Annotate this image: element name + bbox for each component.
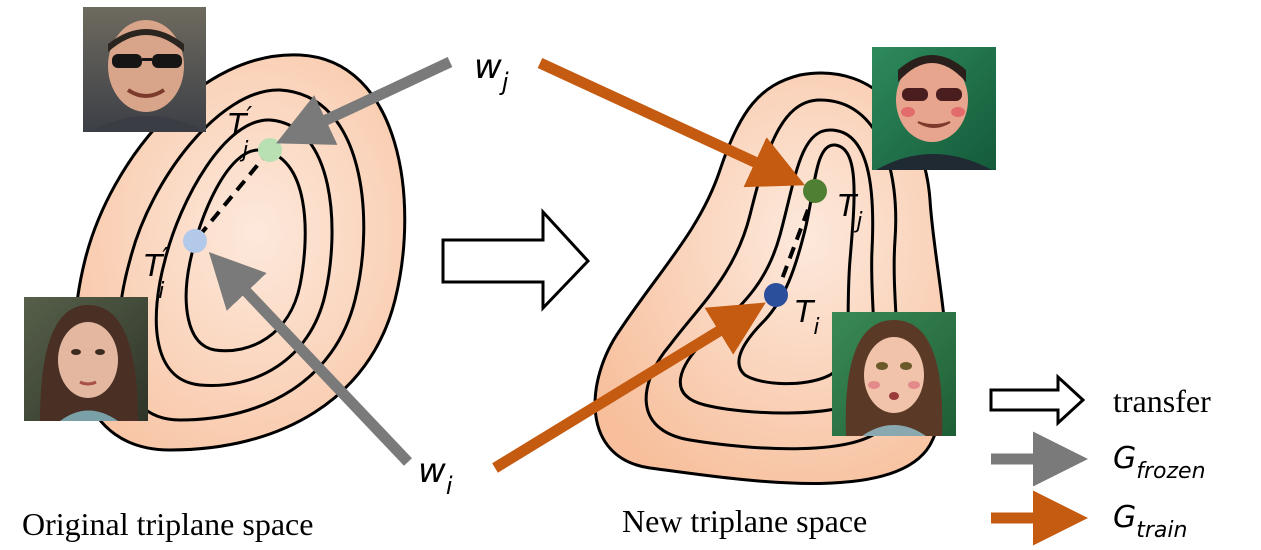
photo-woman-stylized <box>832 312 956 436</box>
photo-man-stylized <box>872 47 996 170</box>
legend-transfer-icon <box>989 373 1086 427</box>
left-point-tj <box>258 138 282 162</box>
latent-wi-label: wi <box>418 451 453 500</box>
right-contour-3 <box>678 128 876 415</box>
left-label-ti: T′i <box>144 243 168 304</box>
latent-wj-label: wj <box>474 47 509 96</box>
legend-frozen-label: Gfrozen <box>1113 441 1206 484</box>
photo-woman-original <box>24 297 148 421</box>
legend: transfer Gfrozen Gtrain <box>989 373 1211 546</box>
right-point-ti <box>764 283 788 307</box>
original-triplane-space: T′j T′i Original triplane space <box>22 7 407 542</box>
right-contour-2 <box>644 98 900 451</box>
mapping-arrows: wj wi <box>208 47 805 500</box>
legend-train-label: Gtrain <box>1113 500 1187 543</box>
left-contour-3 <box>154 118 334 388</box>
train-arrow-wj <box>537 58 805 188</box>
frozen-arrow-wi <box>208 252 412 466</box>
legend-transfer-label: transfer <box>1113 383 1211 419</box>
transfer-arrow <box>441 208 591 312</box>
right-contour-inner <box>737 143 856 386</box>
right-caption: New triplane space <box>622 503 867 539</box>
left-contour-inner <box>184 148 307 353</box>
left-caption: Original triplane space <box>22 506 313 542</box>
right-label-tj: Tj <box>838 189 863 234</box>
left-label-tj: T′j <box>228 102 252 163</box>
right-point-tj <box>803 179 827 203</box>
left-point-ti <box>183 229 207 253</box>
new-triplane-space: Tj Ti New triplane spa <box>593 47 996 539</box>
right-label-ti: Ti <box>795 295 819 340</box>
photo-man-original <box>83 7 206 132</box>
left-contour-2 <box>117 88 366 422</box>
train-arrow-wi <box>492 302 766 473</box>
frozen-arrow-wj <box>276 57 453 145</box>
